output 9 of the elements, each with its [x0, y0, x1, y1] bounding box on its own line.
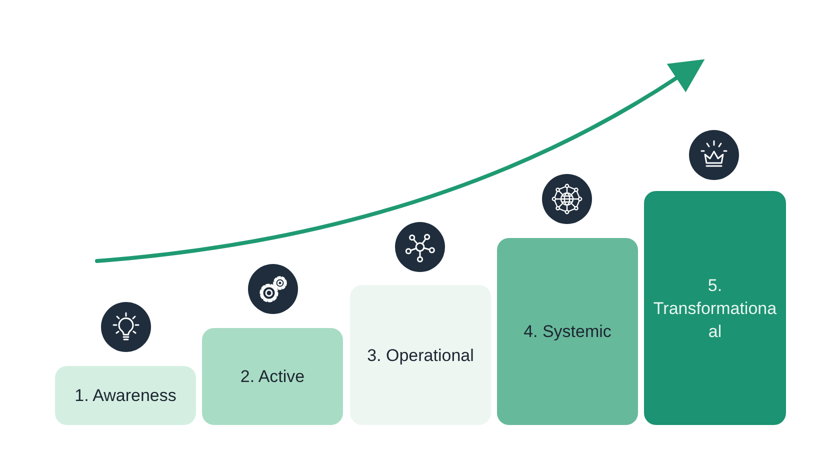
step-box [497, 238, 638, 425]
step-label: 1. Awareness [74, 385, 176, 407]
step-label: 3. Operational [367, 344, 474, 366]
step-box [55, 366, 196, 425]
step-box [202, 328, 343, 425]
step-label: 2. Active [240, 366, 305, 388]
step-label: 5. Transformationa al [652, 274, 778, 342]
step-label: 4. Systemic [524, 321, 612, 343]
step-box [644, 191, 786, 425]
